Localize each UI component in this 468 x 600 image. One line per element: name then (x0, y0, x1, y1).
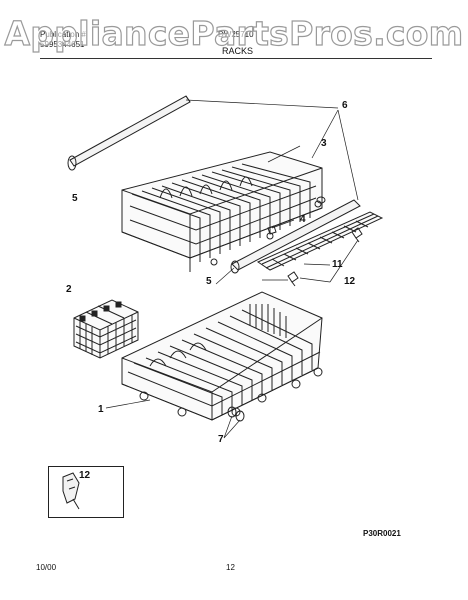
rack-rail-lower (230, 199, 361, 274)
callout-7: 7 (218, 434, 224, 445)
stop-clip-detail-drawing (62, 472, 80, 510)
header-rule (40, 58, 432, 59)
callout-4: 4 (300, 214, 306, 225)
footer-page-number: 12 (226, 563, 235, 572)
upper-rack (121, 151, 323, 272)
rack-stop-clips (267, 196, 363, 287)
footer-date: 10/00 (36, 563, 57, 572)
callout-5-lower: 5 (206, 276, 212, 287)
rack-track (256, 211, 384, 271)
lower-rack (121, 291, 323, 421)
model-label: 5995344651 (40, 40, 85, 49)
leader-lines (105, 99, 359, 439)
callout-12: 12 (344, 276, 356, 287)
model-number: DW25710 (218, 30, 254, 39)
callout-1: 1 (98, 404, 104, 415)
silverware-basket (73, 299, 139, 359)
rack-rail-upper (67, 95, 191, 171)
callout-3: 3 (321, 138, 327, 149)
figure-reference: P30R0021 (363, 529, 401, 538)
callout-5-upper: 5 (72, 193, 78, 204)
callout-11: 11 (332, 259, 343, 270)
callout-6: 6 (342, 100, 348, 111)
detail-inset-12: 12 (48, 466, 124, 518)
section-title: RACKS (222, 46, 254, 56)
inset-callout-12: 12 (79, 470, 91, 481)
publication-label: Publication # (40, 30, 86, 39)
callout-2: 2 (66, 284, 72, 295)
